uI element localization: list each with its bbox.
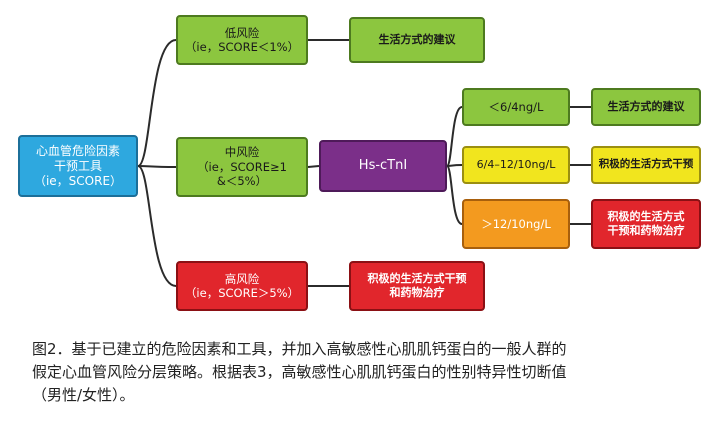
node-text-line: （ie，SCORE＜1%） bbox=[184, 40, 300, 54]
root-node-cv-risk-tools: 心血管危险因素干预工具（ie，SCORE） bbox=[18, 135, 138, 197]
connector-root-to-high bbox=[137, 165, 177, 287]
high-risk-node: 高风险（ie，SCORE＞5%） bbox=[176, 261, 308, 311]
node-text-line: 生活方式的建议 bbox=[378, 33, 456, 47]
connector-root-to-low bbox=[137, 39, 177, 167]
connector-hs-to-t2 bbox=[446, 164, 463, 167]
node-text-line: 干预和药物治疗 bbox=[607, 224, 685, 237]
node-text-line: 生活方式的建议 bbox=[607, 100, 685, 114]
node-text-line: 干预工具 bbox=[53, 158, 102, 173]
node-text-line: ＜6/4ng/L bbox=[488, 99, 544, 114]
caption-line-3: （男性/女性）。 bbox=[32, 386, 135, 404]
node-text-line: （ie，SCORE） bbox=[33, 173, 123, 188]
threshold-mid-action-node: 积极的生活方式干预 bbox=[591, 146, 701, 184]
node-text-line: 积极的生活方式干预 bbox=[598, 158, 694, 171]
low-risk-node: 低风险（ie，SCORE＜1%） bbox=[176, 15, 308, 65]
node-text-line: 心血管危险因素 bbox=[35, 143, 120, 158]
node-text-line: 6/4–12/10ng/L bbox=[476, 158, 556, 172]
connector-hs-to-t1 bbox=[446, 106, 463, 167]
node-text-line: 积极的生活方式 bbox=[607, 210, 685, 224]
caption-line-1: 图2．基于已建立的危险因素和工具，并加入高敏感性心肌肌钙蛋白的一般人群的 bbox=[32, 340, 567, 358]
intermediate-risk-node: 中风险（ie，SCORE≥1&＜5%） bbox=[176, 137, 308, 197]
node-text-line: （ie，SCORE＞5%） bbox=[184, 286, 300, 300]
hs-ctni-node: Hs-cTnI bbox=[319, 140, 447, 192]
connector-root-to-mid bbox=[137, 165, 177, 168]
node-text-line: ＞12/10ng/L bbox=[481, 216, 551, 231]
node-text-line: 低风险 bbox=[224, 25, 260, 40]
node-text-line: &＜5%） bbox=[216, 174, 268, 189]
node-text-line: 高风险 bbox=[224, 271, 260, 286]
threshold-high-action-node: 积极的生活方式干预和药物治疗 bbox=[591, 199, 701, 249]
high-risk-action-node: 积极的生活方式干预和药物治疗 bbox=[349, 261, 485, 311]
connector-mid-to-hs bbox=[307, 165, 320, 168]
threshold-high-node: ＞12/10ng/L bbox=[462, 199, 570, 249]
threshold-mid-node: 6/4–12/10ng/L bbox=[462, 146, 570, 184]
figure-caption: 图2．基于已建立的危险因素和工具，并加入高敏感性心肌肌钙蛋白的一般人群的 假定心… bbox=[32, 338, 692, 407]
node-text-line: Hs-cTnI bbox=[358, 157, 408, 173]
node-text-line: 积极的生活方式干预 bbox=[367, 272, 467, 286]
threshold-low-node: ＜6/4ng/L bbox=[462, 88, 570, 126]
node-text-line: （ie，SCORE≥1 bbox=[197, 159, 287, 174]
caption-line-2: 假定心血管风险分层策略。根据表3，高敏感性心肌肌钙蛋白的性别特异性切断值 bbox=[32, 363, 567, 381]
node-text-line: 中风险 bbox=[224, 145, 260, 160]
connector-hs-to-t3 bbox=[446, 165, 463, 225]
low-risk-action-node: 生活方式的建议 bbox=[349, 17, 485, 63]
threshold-low-action-node: 生活方式的建议 bbox=[591, 88, 701, 126]
node-text-line: 和药物治疗 bbox=[389, 286, 445, 299]
